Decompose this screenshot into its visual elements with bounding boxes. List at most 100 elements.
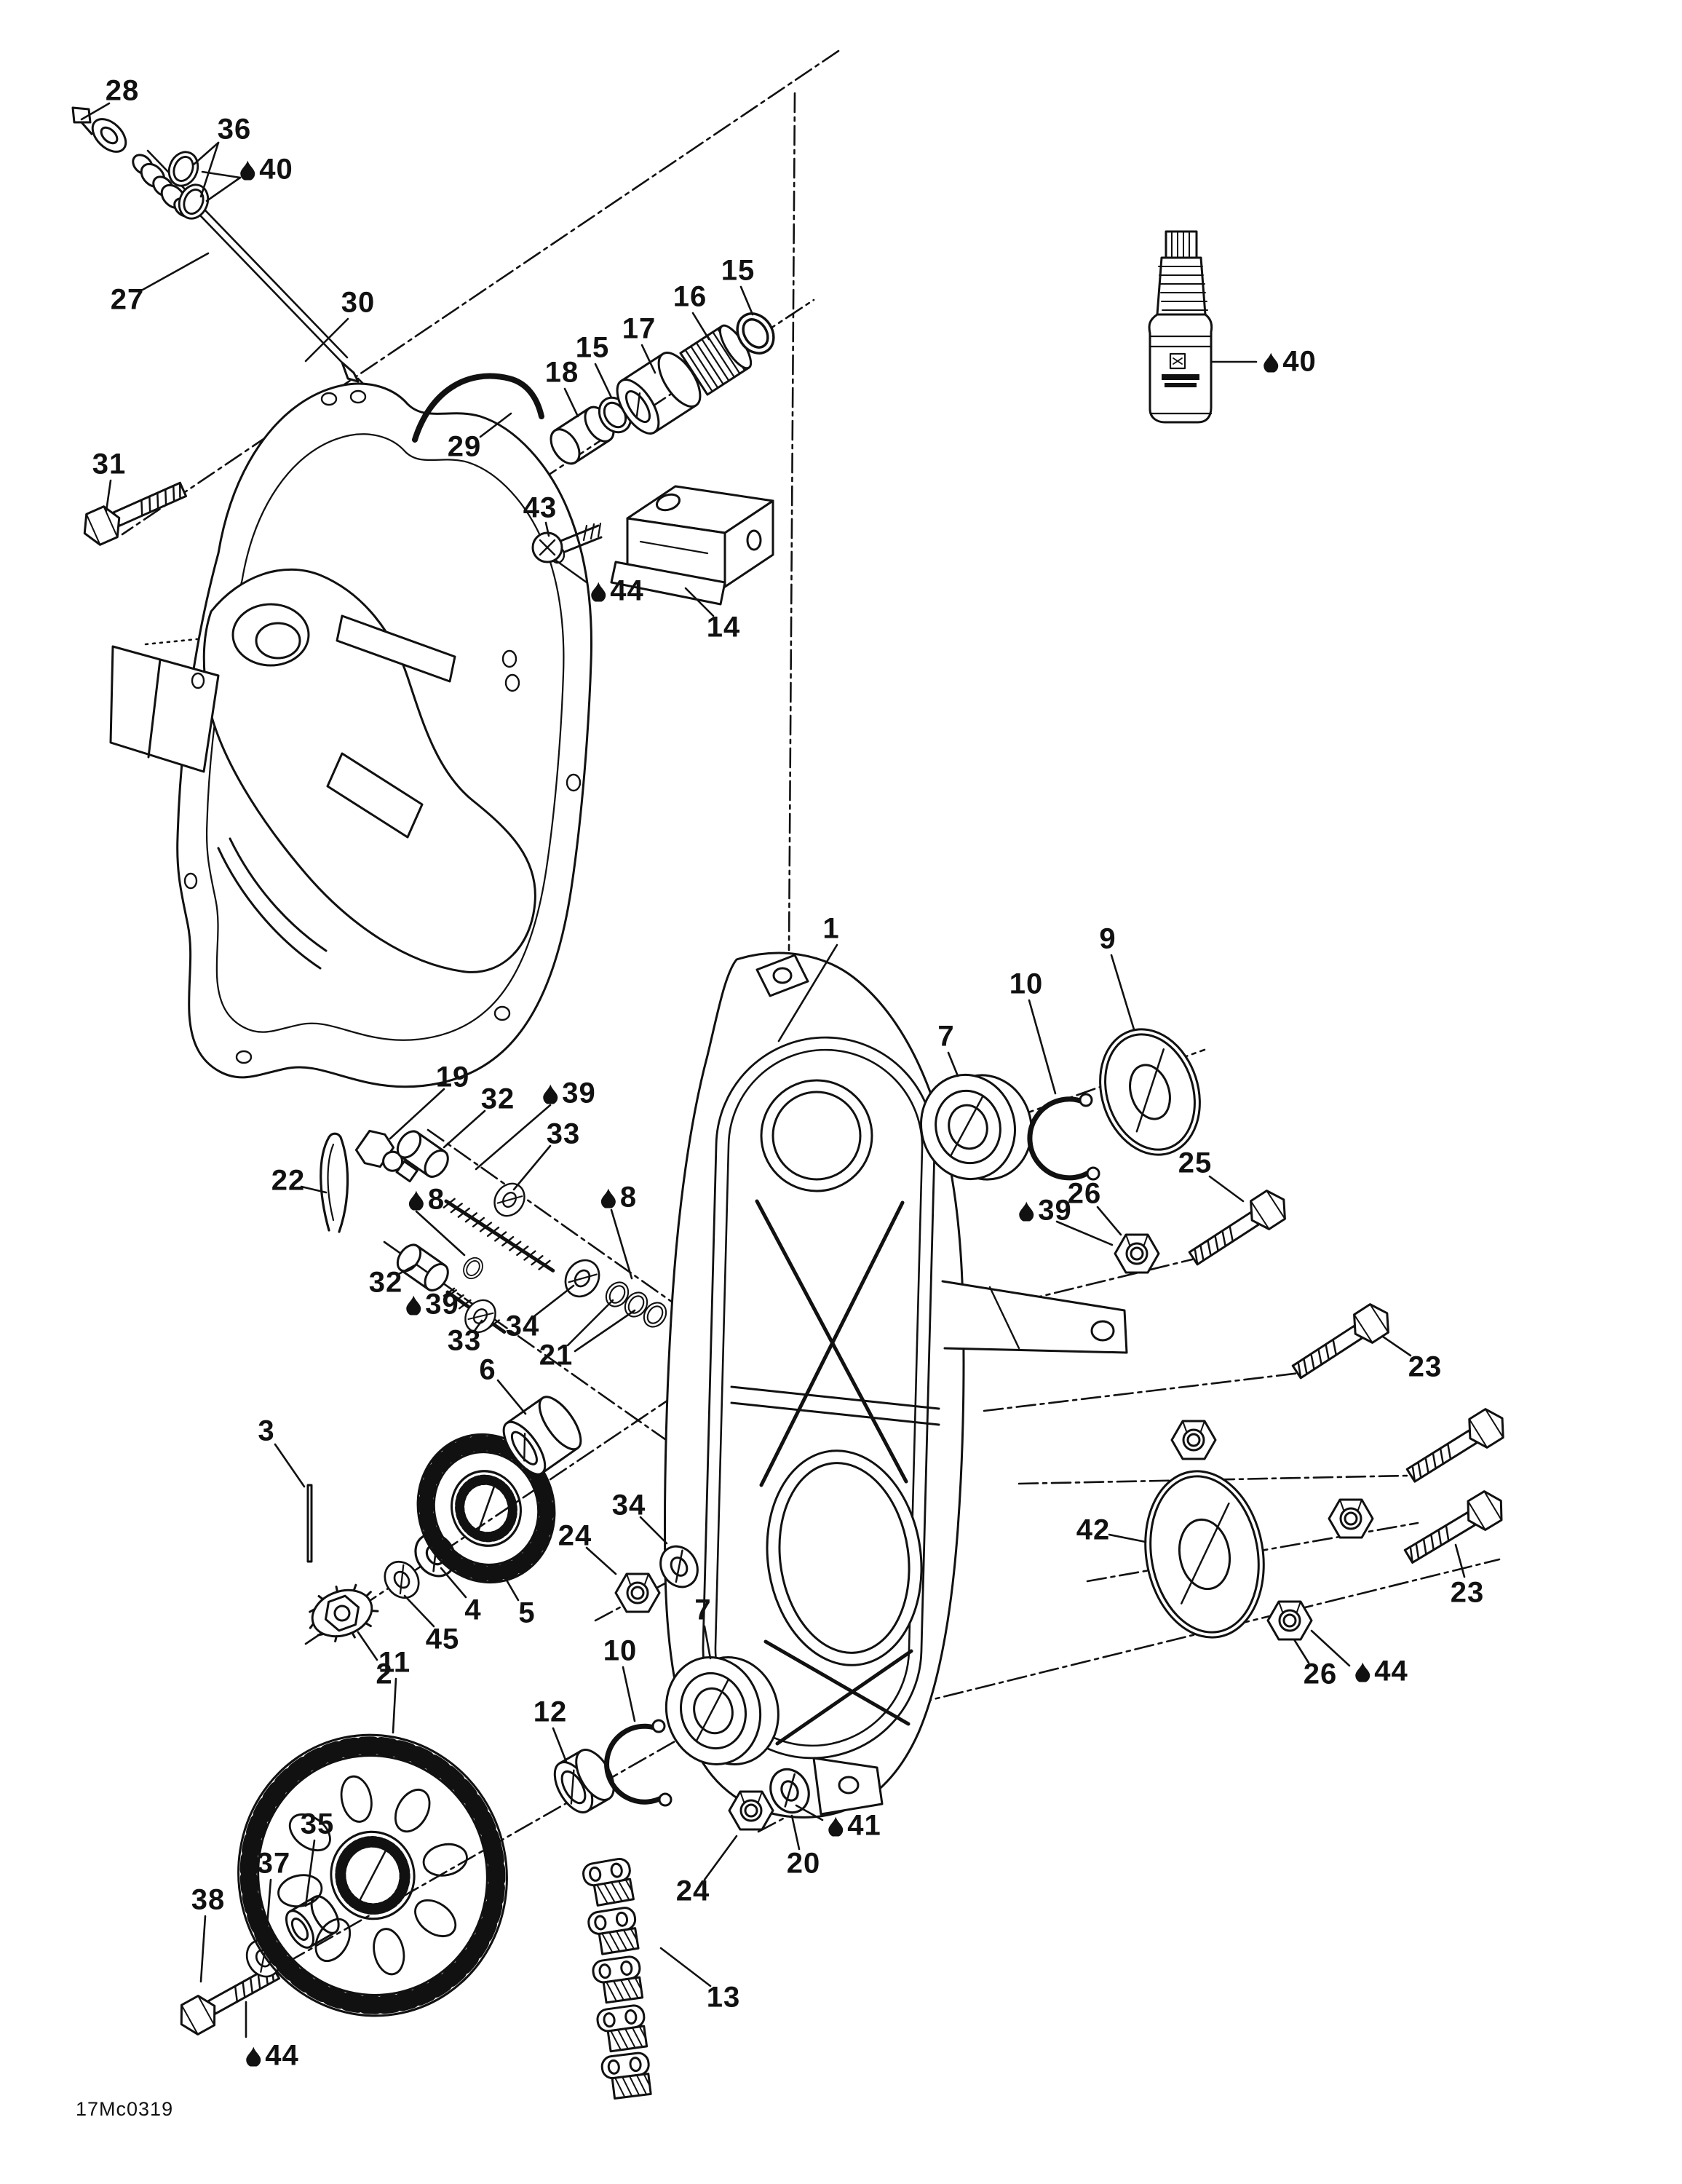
callout-number: 42 <box>1076 1514 1111 1546</box>
bottom-gear-train-art <box>172 1656 817 2101</box>
countershaft-gear-art <box>306 1396 706 1643</box>
oil-drop-icon <box>600 1188 616 1208</box>
callout-number: 34 <box>611 1489 646 1522</box>
oil-drop-icon <box>600 1187 616 1208</box>
oil-drop-icon <box>239 159 255 180</box>
callout-34-38: 34 <box>506 1310 540 1343</box>
callout-number: 30 <box>341 286 376 319</box>
callout-31-5: 31 <box>92 448 127 481</box>
callout-26-26: 26 <box>1304 1658 1338 1691</box>
callout-32-30: 32 <box>481 1083 515 1116</box>
callout-number: 32 <box>368 1266 403 1299</box>
callout-number: 38 <box>191 1883 226 1916</box>
callout-9-19: 9 <box>1099 923 1116 956</box>
callout-number: 15 <box>721 254 755 287</box>
callout-number: 10 <box>603 1634 638 1667</box>
callout-number: 8 <box>427 1183 445 1216</box>
oil-drop-icon <box>591 582 606 601</box>
callout-number: 37 <box>256 1847 291 1880</box>
callout-number: 15 <box>575 331 610 364</box>
callout-44-13: 44 <box>590 575 644 608</box>
oil-drop-icon <box>543 1084 558 1104</box>
callout-10-50: 10 <box>603 1635 638 1668</box>
callout-24-52: 24 <box>676 1875 710 1908</box>
oil-drop-icon <box>1019 1201 1034 1221</box>
callout-number: 39 <box>562 1077 596 1109</box>
callout-number: 9 <box>1099 922 1116 955</box>
callout-43-12: 43 <box>523 492 558 525</box>
callout-number: 35 <box>300 1808 335 1840</box>
callout-25-20: 25 <box>1178 1147 1213 1180</box>
callout-12-49: 12 <box>533 1696 568 1729</box>
callout-number: 32 <box>480 1083 515 1115</box>
callout-20-53: 20 <box>787 1848 821 1880</box>
callout-45-43: 45 <box>426 1623 460 1656</box>
callout-number: 26 <box>1067 1177 1102 1210</box>
oil-drop-icon <box>408 1190 424 1210</box>
shift-rod-art <box>71 106 360 383</box>
bolt-31-art <box>76 472 191 550</box>
callout-number: 44 <box>610 574 644 607</box>
oil-drop-icon <box>408 1190 424 1210</box>
callout-22-28: 22 <box>271 1165 306 1198</box>
callout-18-7: 18 <box>545 357 579 389</box>
oil-drop-icon <box>405 1294 421 1315</box>
callout-number: 40 <box>259 153 293 186</box>
chain-13-art <box>580 1856 654 2101</box>
callout-27-3: 27 <box>111 284 145 317</box>
callout-11-48: 11 <box>378 1647 410 1679</box>
tensioner-cluster-art <box>320 1125 672 1340</box>
callout-number: 18 <box>544 356 579 389</box>
callout-23-23: 23 <box>1408 1351 1443 1384</box>
callout-17-9: 17 <box>622 313 656 346</box>
oil-drop-icon <box>828 1816 844 1836</box>
callout-21-39: 21 <box>539 1340 574 1372</box>
upper-bearing-group-art <box>920 1028 1201 1181</box>
callout-number: 33 <box>447 1324 482 1357</box>
spring-wire-29-art <box>412 373 544 443</box>
drawing-code: 17Mc0319 <box>76 2098 174 2120</box>
callout-24-46: 24 <box>558 1520 592 1553</box>
callout-44-58: 44 <box>245 2040 299 2073</box>
callout-15-11: 15 <box>721 255 755 288</box>
callout-number: 4 <box>464 1594 482 1626</box>
callout-number: 7 <box>937 1020 955 1053</box>
callout-number: 10 <box>1009 968 1044 1000</box>
callout-number: 2 <box>376 1658 393 1690</box>
screw-43-art <box>531 522 603 563</box>
callout-30-4: 30 <box>341 287 376 320</box>
callout-41-54: 41 <box>828 1810 881 1843</box>
callout-number: 27 <box>110 283 145 316</box>
oil-drop-icon <box>240 160 255 180</box>
callout-number: 36 <box>217 113 252 146</box>
callout-5-45: 5 <box>518 1597 535 1630</box>
callout-number: 5 <box>518 1597 536 1629</box>
callout-39-22: 39 <box>1018 1195 1072 1227</box>
callout-number: 3 <box>258 1415 275 1447</box>
callout-number: 40 <box>1282 345 1317 378</box>
callout-number: 28 <box>105 74 140 107</box>
callout-33-37: 33 <box>448 1325 482 1358</box>
right-fasteners-art <box>1114 1184 1512 1641</box>
callout-number: 20 <box>786 1847 821 1880</box>
callout-number: 31 <box>92 448 127 480</box>
cover-art <box>109 382 593 1088</box>
callout-3-41: 3 <box>258 1415 274 1448</box>
callout-number: 29 <box>447 430 482 463</box>
callout-4-44: 4 <box>464 1594 481 1627</box>
callout-number: 24 <box>675 1875 710 1907</box>
callout-15-8: 15 <box>576 332 610 365</box>
callout-7-17: 7 <box>937 1021 954 1053</box>
oil-drop-icon <box>1355 1662 1370 1682</box>
callout-35-55: 35 <box>301 1808 335 1841</box>
callout-26-21: 26 <box>1068 1178 1102 1211</box>
bracket-14-art <box>610 485 774 606</box>
callout-number: 13 <box>706 1981 741 2014</box>
callout-34-47: 34 <box>612 1489 646 1522</box>
oil-drop-icon <box>1264 352 1279 372</box>
callout-number: 23 <box>1450 1576 1485 1609</box>
callout-number: 44 <box>265 2039 299 2072</box>
callout-number: 6 <box>479 1353 496 1386</box>
oil-drop-icon <box>590 581 606 601</box>
